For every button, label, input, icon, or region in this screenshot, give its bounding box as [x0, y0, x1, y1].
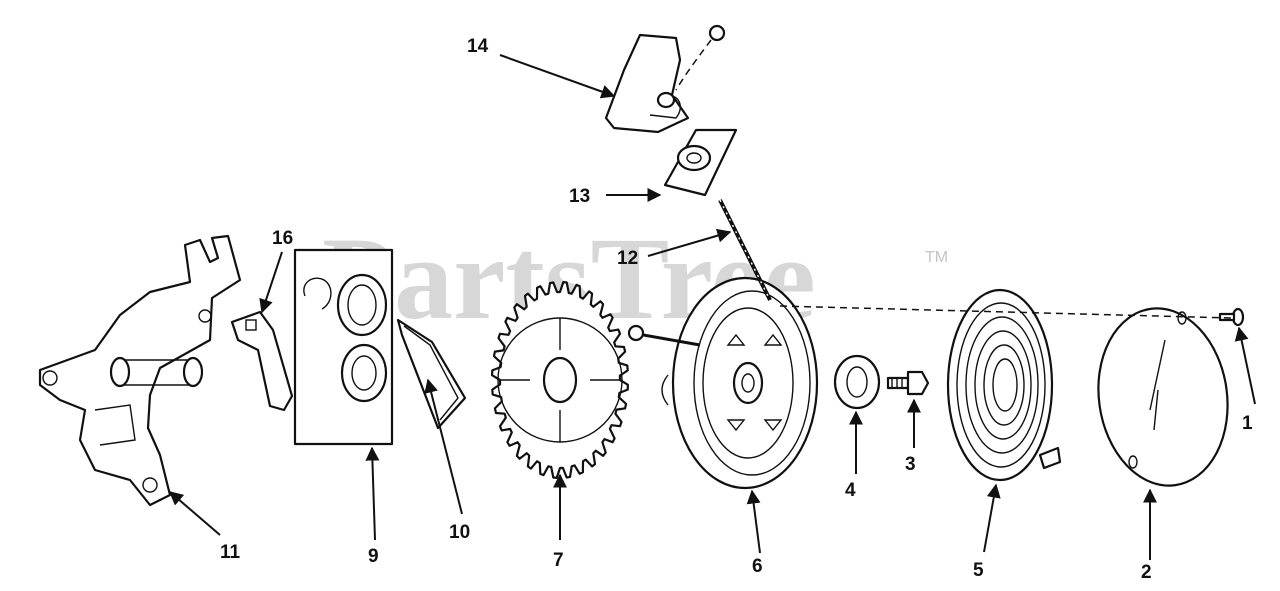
callout-1: 1 — [1242, 413, 1253, 434]
callout-11: 11 — [220, 542, 241, 563]
part-4-bushing — [833, 354, 881, 410]
part-6-pulley — [661, 276, 819, 490]
callout-3: 3 — [905, 454, 916, 475]
part-2-cover — [1097, 307, 1229, 487]
callout-10: 10 — [449, 522, 470, 543]
part-16-pawl — [230, 310, 294, 412]
callout-4: 4 — [845, 480, 856, 501]
part-10-wire-spring — [396, 318, 467, 430]
part-9-card — [293, 248, 394, 446]
callout-2: 2 — [1141, 562, 1152, 583]
watermark-trademark: TM — [925, 249, 948, 266]
part-12-rope — [627, 199, 772, 347]
callout-16: 16 — [272, 228, 293, 249]
callout-9: 9 — [368, 546, 379, 567]
part-1-rivet — [1218, 307, 1245, 327]
part-14-handle — [604, 24, 726, 134]
part-3-screw — [886, 370, 930, 396]
part-5-recoil-spring — [946, 288, 1062, 482]
callout-5: 5 — [973, 560, 984, 581]
assembly-axis-line — [779, 305, 1233, 319]
callout-13: 13 — [569, 186, 590, 207]
callout-labels: 1 2 3 4 5 6 7 9 10 11 12 13 14 16 — [220, 36, 1253, 583]
part-11-bracket — [38, 234, 242, 507]
callout-7: 7 — [553, 550, 564, 571]
callout-14: 14 — [467, 36, 489, 57]
callout-6: 6 — [752, 556, 763, 577]
part-7-gear — [491, 281, 629, 479]
callout-12: 12 — [617, 248, 638, 269]
leader-lines — [168, 54, 1256, 560]
part-13-rope-guide — [663, 128, 738, 197]
